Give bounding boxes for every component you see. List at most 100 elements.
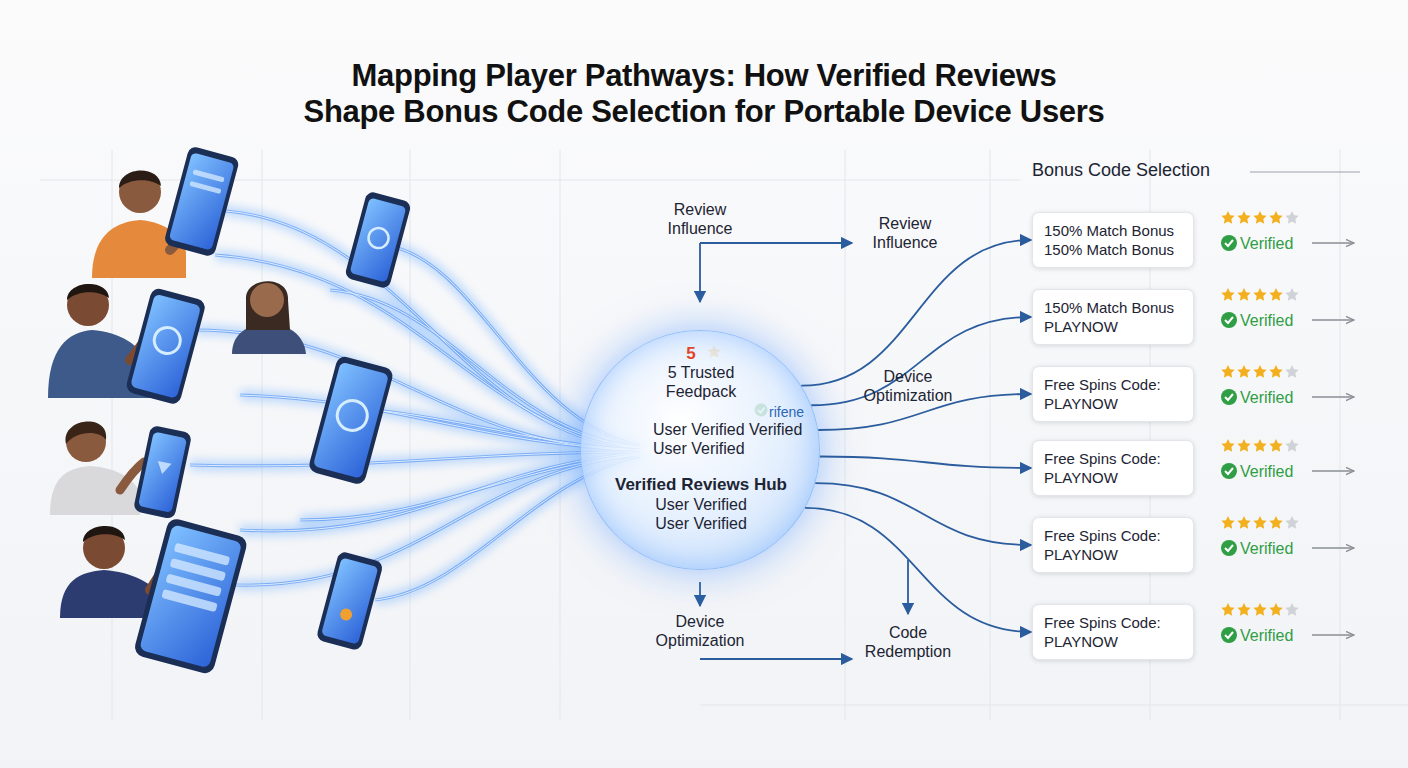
verified-check-icon <box>1221 235 1237 643</box>
bonus-code-box: 150% Match Bonus PLAYNOW <box>1032 289 1194 345</box>
bonus-code-box: Free Spins Code: PLAYNOW <box>1032 604 1194 660</box>
hub-text: 5 <box>679 344 703 363</box>
row-arrow <box>1312 634 1354 636</box>
tablet-device <box>161 589 217 612</box>
bonus-code-box: 150% Match Bonus 150% Match Bonus <box>1032 212 1194 268</box>
row-arrow <box>1312 242 1354 244</box>
flow-arrows <box>699 243 701 302</box>
row-arrow <box>1312 243 1354 635</box>
phone-device <box>151 325 183 357</box>
grid-lines <box>845 150 846 720</box>
rating-stars <box>1221 516 1298 529</box>
row-arrow <box>1312 319 1354 321</box>
tablet-device <box>163 145 240 257</box>
grid-lines <box>262 150 263 720</box>
hub-text: rifene <box>769 403 829 422</box>
flow-arrows <box>907 560 909 614</box>
phone-device <box>339 607 354 622</box>
hub-text: User Verified <box>653 439 783 458</box>
verified-badge: Verified <box>1240 311 1310 330</box>
phone-device <box>125 287 207 406</box>
grid-lines <box>560 150 561 720</box>
hub-text: User Verified Verified <box>653 420 823 439</box>
verified-badge: Verified <box>1240 462 1310 481</box>
verified-check-icon <box>1221 235 1237 251</box>
flow-label: Review Influence <box>855 214 955 252</box>
hub-text: Verified Reviews Hub <box>591 475 811 494</box>
phone-device <box>307 355 394 486</box>
phone-device <box>313 362 389 479</box>
person-figure <box>67 284 109 300</box>
person-figure <box>246 281 290 330</box>
flow-label: Code Redemption <box>858 623 958 661</box>
rating-stars <box>1221 211 1298 224</box>
grid-lines <box>410 150 411 720</box>
bonus-code-text: Free Spins Code: PLAYNOW <box>1044 375 1182 413</box>
light-streams <box>190 210 640 600</box>
person-figure <box>50 422 144 515</box>
light-streams <box>235 455 640 585</box>
flow-arrows <box>700 658 852 660</box>
light-streams-core <box>235 455 640 585</box>
phone-device <box>350 197 407 282</box>
person-figure <box>67 284 109 326</box>
verified-check-icon <box>1221 389 1237 405</box>
verified-badge: Verified <box>1240 626 1310 645</box>
phone-device <box>334 397 371 434</box>
person-figure <box>250 283 284 317</box>
light-streams-core <box>190 452 640 466</box>
light-streams-core <box>205 210 640 448</box>
phone-device <box>125 287 207 406</box>
flow-connector <box>815 483 1031 545</box>
light-streams <box>215 255 640 447</box>
verified-check-icon <box>1221 312 1237 328</box>
bonus-code-text: Free Spins Code: PLAYNOW <box>1044 613 1182 651</box>
row-arrow <box>1312 547 1354 549</box>
person-figure <box>65 422 106 444</box>
phone-device <box>321 557 378 644</box>
person-figure <box>83 526 125 542</box>
bonus-code-box: Free Spins Code: PLAYNOW <box>1032 366 1194 422</box>
tablet-device <box>163 145 240 257</box>
flow-label: Device Optimization <box>645 612 755 650</box>
row-arrow <box>1312 396 1354 398</box>
bonus-code-text: 150% Match Bonus 150% Match Bonus <box>1044 221 1182 259</box>
tablet-device <box>189 181 221 194</box>
tablet-device <box>133 517 249 675</box>
verified-reviews-hub: 55 Trusted FeedpackrifeneUser Verified V… <box>580 330 820 570</box>
rating-stars <box>1221 288 1298 301</box>
bonus-code-text: 150% Match Bonus PLAYNOW <box>1044 298 1182 336</box>
section-heading: Bonus Code Selection <box>1032 161 1252 180</box>
person-figure <box>119 170 161 188</box>
tablet-device <box>169 152 235 250</box>
person-figure <box>50 466 140 515</box>
person-figure <box>119 171 161 213</box>
tablet-device <box>192 169 224 182</box>
flow-connector <box>805 508 1031 632</box>
light-streams-core <box>190 210 640 600</box>
grid-lines <box>700 705 1408 706</box>
phone-device <box>366 226 390 250</box>
verified-check-icon <box>1221 540 1237 556</box>
flow-connector <box>820 457 1031 468</box>
person-figure <box>232 281 306 354</box>
hub-text: User Verified <box>591 495 811 514</box>
phone-device <box>133 425 192 520</box>
flow-connector <box>801 240 1031 386</box>
phone-device <box>155 461 171 476</box>
phone-device <box>344 191 412 290</box>
phone-device <box>316 551 384 652</box>
light-streams-core <box>215 255 640 447</box>
hub-text: 5 Trusted Feedpack <box>651 363 751 401</box>
diagram-title: Mapping Player Pathways: How Verified Re… <box>154 58 1254 130</box>
person-figure <box>66 422 106 462</box>
phone-device <box>344 191 412 290</box>
light-streams-glow <box>190 210 640 600</box>
flow-arrows <box>699 582 701 606</box>
light-streams <box>205 210 640 448</box>
phone-device <box>133 425 192 520</box>
grid-lines <box>40 150 1408 720</box>
tablet-device <box>133 517 249 675</box>
grid-lines <box>1250 172 1360 173</box>
